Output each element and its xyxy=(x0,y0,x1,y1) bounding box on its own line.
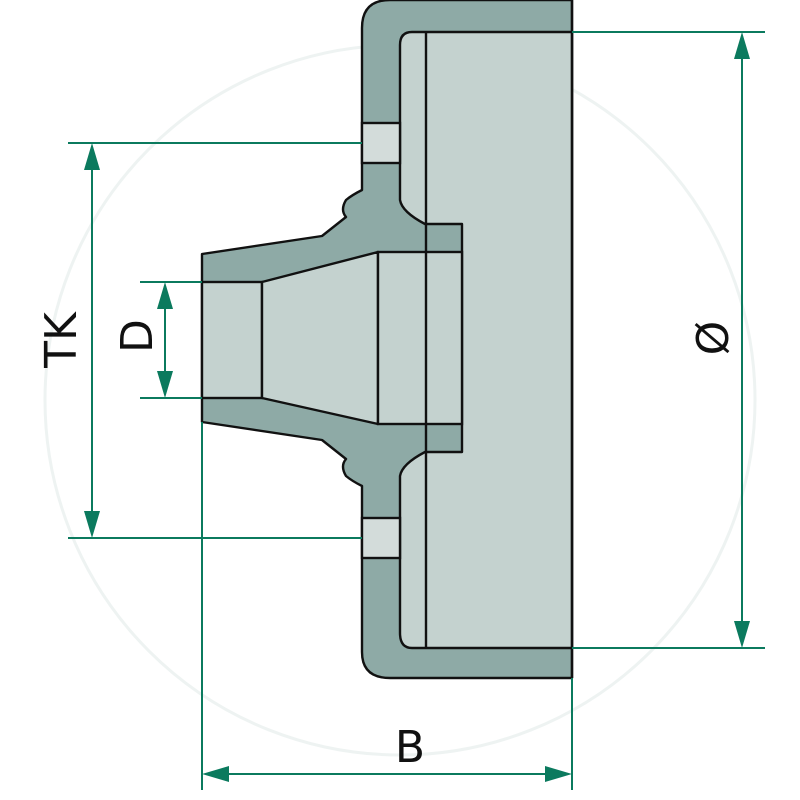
d-label: D xyxy=(112,319,163,353)
bore-counterbore xyxy=(376,250,464,426)
d-arrow-bottom xyxy=(157,371,173,398)
diameter-label: Ø xyxy=(688,321,739,356)
tk-arrow-top xyxy=(84,143,100,170)
dia-arrow-bottom xyxy=(734,621,750,648)
tk-arrow-bottom xyxy=(84,511,100,538)
arrowheads xyxy=(84,32,750,782)
dimension-lines xyxy=(68,31,765,790)
bolt-hole-bottom xyxy=(360,516,402,560)
inner-cavity xyxy=(398,30,574,650)
bolt-hole-top xyxy=(360,121,402,165)
dia-arrow-top xyxy=(734,32,750,59)
bore-cylinder xyxy=(200,280,264,400)
tk-label: TK xyxy=(36,311,87,369)
b-label: B xyxy=(395,722,425,773)
b-arrow-right xyxy=(545,766,572,782)
bore-cone xyxy=(260,250,380,426)
b-arrow-left xyxy=(202,766,229,782)
hub-bore xyxy=(200,250,464,426)
d-arrow-top xyxy=(157,282,173,309)
